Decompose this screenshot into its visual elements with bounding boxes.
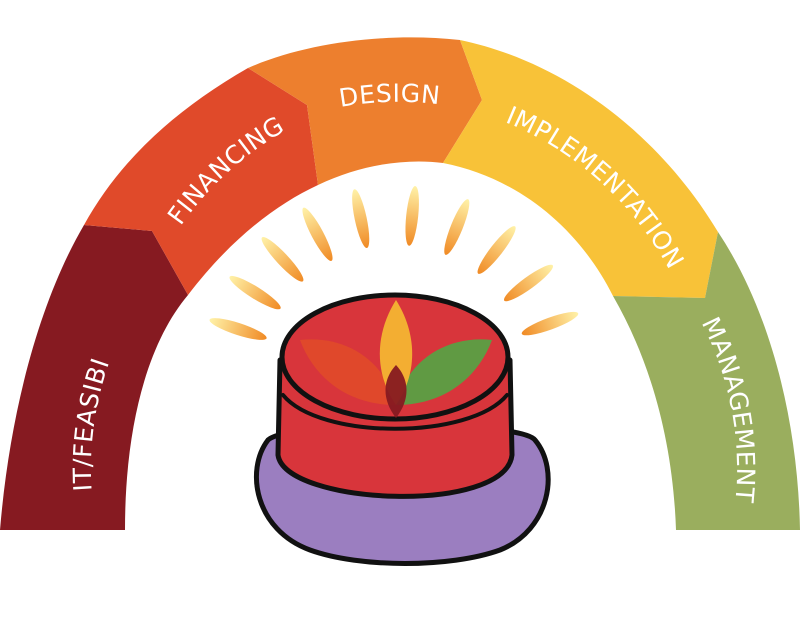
glow-ray bbox=[352, 189, 370, 248]
logo-petal-left bbox=[300, 339, 396, 405]
button-rim-line bbox=[281, 393, 509, 431]
segment-design bbox=[248, 37, 482, 186]
glow-ray bbox=[261, 236, 304, 282]
glow-ray bbox=[477, 226, 516, 274]
glow-ray bbox=[444, 199, 470, 255]
glow-rays bbox=[209, 186, 579, 340]
segment-management bbox=[613, 232, 800, 530]
glow-ray bbox=[302, 207, 333, 261]
segment-audit-feasibility bbox=[0, 225, 188, 530]
segment-implementation bbox=[443, 40, 718, 298]
logo-petal-right bbox=[396, 339, 492, 405]
label-design: DESIGN bbox=[337, 79, 442, 113]
glow-ray bbox=[503, 264, 554, 302]
segment-financing bbox=[84, 68, 318, 295]
glow-ray bbox=[521, 311, 579, 336]
lotus-logo-icon bbox=[300, 300, 492, 418]
glow-ray bbox=[229, 275, 281, 310]
red-button-illustration bbox=[253, 292, 551, 566]
arch-segments bbox=[0, 37, 800, 530]
glow-ray bbox=[405, 186, 419, 246]
glow-ray bbox=[209, 318, 267, 340]
logo-petal-bottom bbox=[385, 365, 407, 418]
